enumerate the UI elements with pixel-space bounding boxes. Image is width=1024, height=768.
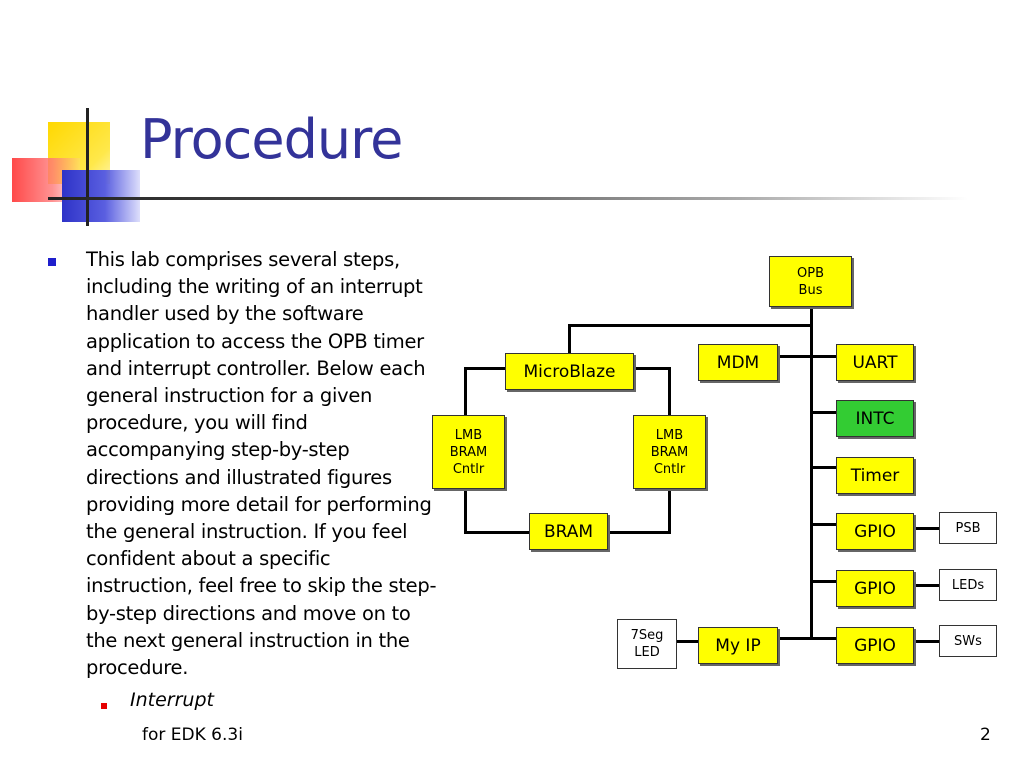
psb-link (914, 527, 940, 530)
gpio-block-2: GPIO (836, 570, 914, 607)
my-ip-block: My IP (698, 627, 778, 664)
intc-block: INTC (836, 400, 914, 437)
sws-label: SWs (954, 633, 982, 649)
lmb-bram-left-label: LMB BRAM Cntlr (449, 427, 488, 477)
microblaze-label: MicroBlaze (523, 361, 616, 382)
leds-link (914, 584, 940, 587)
lmb-loop-bottom-left (464, 531, 530, 534)
lmb-loop-top-right (634, 367, 671, 370)
seg-led-label: 7Seg LED (630, 628, 664, 660)
mdm-uart-link (778, 355, 836, 358)
seg-led-block: 7Seg LED (617, 619, 677, 669)
gpio1-link (810, 523, 836, 526)
lmb-loop-right-bottom (668, 489, 671, 533)
body-paragraph: This lab comprises several steps, includ… (86, 248, 437, 680)
my-ip-label: My IP (715, 635, 761, 656)
footer-text: for EDK 6.3i (142, 725, 243, 745)
lmb-loop-bottom-right (607, 531, 671, 534)
lmb-loop-top (464, 367, 506, 370)
gpio2-link (810, 580, 836, 583)
psb-block: PSB (939, 512, 997, 544)
lmb-bram-cntlr-right: LMB BRAM Cntlr (633, 415, 706, 489)
myip-gpio3-link (778, 637, 836, 640)
decor-vertical-line (86, 108, 89, 226)
sub-bullet-icon (101, 703, 107, 709)
leds-block: LEDs (939, 569, 997, 601)
opb-bus-block: OPB Bus (769, 256, 852, 307)
bus-top-connector (568, 324, 812, 327)
bram-block: BRAM (529, 513, 608, 550)
gpio-3-label: GPIO (854, 635, 896, 656)
gpio-1-label: GPIO (854, 521, 896, 542)
page-number: 2 (980, 725, 991, 745)
intc-label: INTC (855, 408, 895, 429)
lmb-loop-left-bottom (464, 489, 467, 533)
gpio-block-1: GPIO (836, 513, 914, 550)
gpio-2-label: GPIO (854, 578, 896, 599)
uart-label: UART (852, 352, 898, 373)
timer-block: Timer (836, 457, 914, 494)
slide-title: Procedure (140, 108, 403, 171)
opb-bus-label: OPB Bus (797, 265, 824, 298)
gpio-block-3: GPIO (836, 627, 914, 664)
lmb-bram-right-label: LMB BRAM Cntlr (650, 427, 689, 477)
mdm-block: MDM (698, 344, 778, 381)
leds-label: LEDs (951, 577, 985, 593)
sub-bullet-text: Interrupt (130, 689, 214, 711)
title-underline (48, 197, 968, 200)
lmb-loop-left-top (464, 367, 467, 415)
segled-link (676, 640, 698, 643)
microblaze-block: MicroBlaze (505, 353, 634, 390)
bullet-icon (48, 258, 56, 266)
uart-block: UART (836, 344, 914, 381)
lmb-bram-cntlr-left: LMB BRAM Cntlr (432, 415, 505, 489)
sws-link (914, 640, 940, 643)
lmb-loop-right-top (668, 367, 671, 415)
psb-label: PSB (955, 520, 981, 536)
sws-block: SWs (939, 625, 997, 657)
microblaze-bus-stub (568, 324, 571, 354)
intc-link (810, 411, 836, 414)
opb-bus-line (810, 306, 813, 640)
decor-blue-square (62, 170, 140, 222)
bram-label: BRAM (543, 521, 594, 542)
mdm-label: MDM (716, 352, 760, 373)
timer-link (810, 466, 836, 469)
timer-label: Timer (850, 465, 900, 486)
